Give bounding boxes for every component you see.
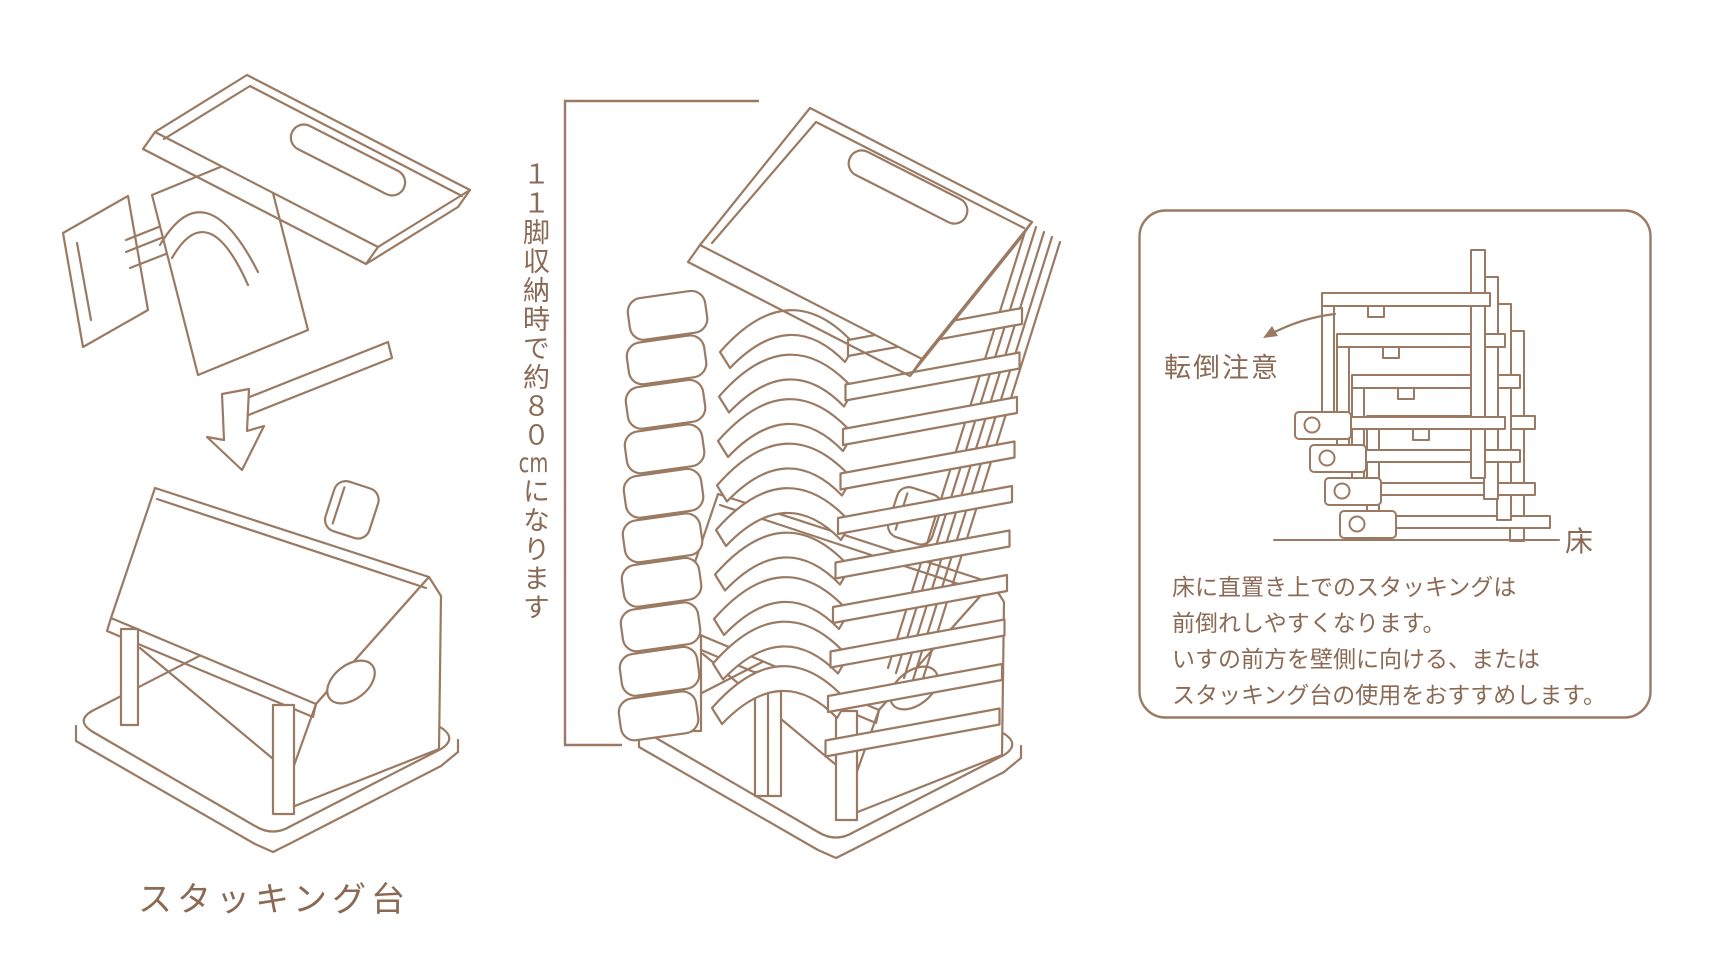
floor-label: 床 [1565, 525, 1594, 558]
caution-line: 前倒れしやすくなります。 [1172, 611, 1446, 637]
caution-text: 床に直置き上でのスタッキングは 前倒れしやすくなります。 いすの前方を壁側に向け… [1172, 570, 1632, 714]
caution-line: いすの前方を壁側に向ける、または [1172, 647, 1540, 673]
tipover-warning-label: 転倒注意 [1164, 353, 1280, 384]
stool-stack-figure [615, 106, 1062, 860]
warning-box [1138, 209, 1652, 719]
dimension-label-unit: cm [518, 450, 549, 477]
dimension-bracket [563, 99, 760, 747]
caution-line: 床に直置き上でのスタッキングは [1172, 575, 1517, 601]
dimension-label-prefix: １１脚収納時で約８０ [518, 160, 549, 450]
stack-top-stool [686, 106, 1034, 378]
stacking-base-figure [74, 476, 460, 854]
stack-height-dimension-label: １１脚収納時で約８０cmになります [514, 160, 553, 660]
inverted-stool-figure [61, 73, 472, 422]
caution-line: スタッキング台の使用をおすすめします。 [1172, 683, 1607, 709]
tipover-arrow-icon [1263, 312, 1337, 338]
tipover-diagram [1273, 249, 1560, 542]
stacking-base-caption: スタッキング台 [138, 880, 410, 920]
down-arrow-icon [205, 387, 266, 472]
dimension-label-suffix: になります [518, 477, 549, 622]
